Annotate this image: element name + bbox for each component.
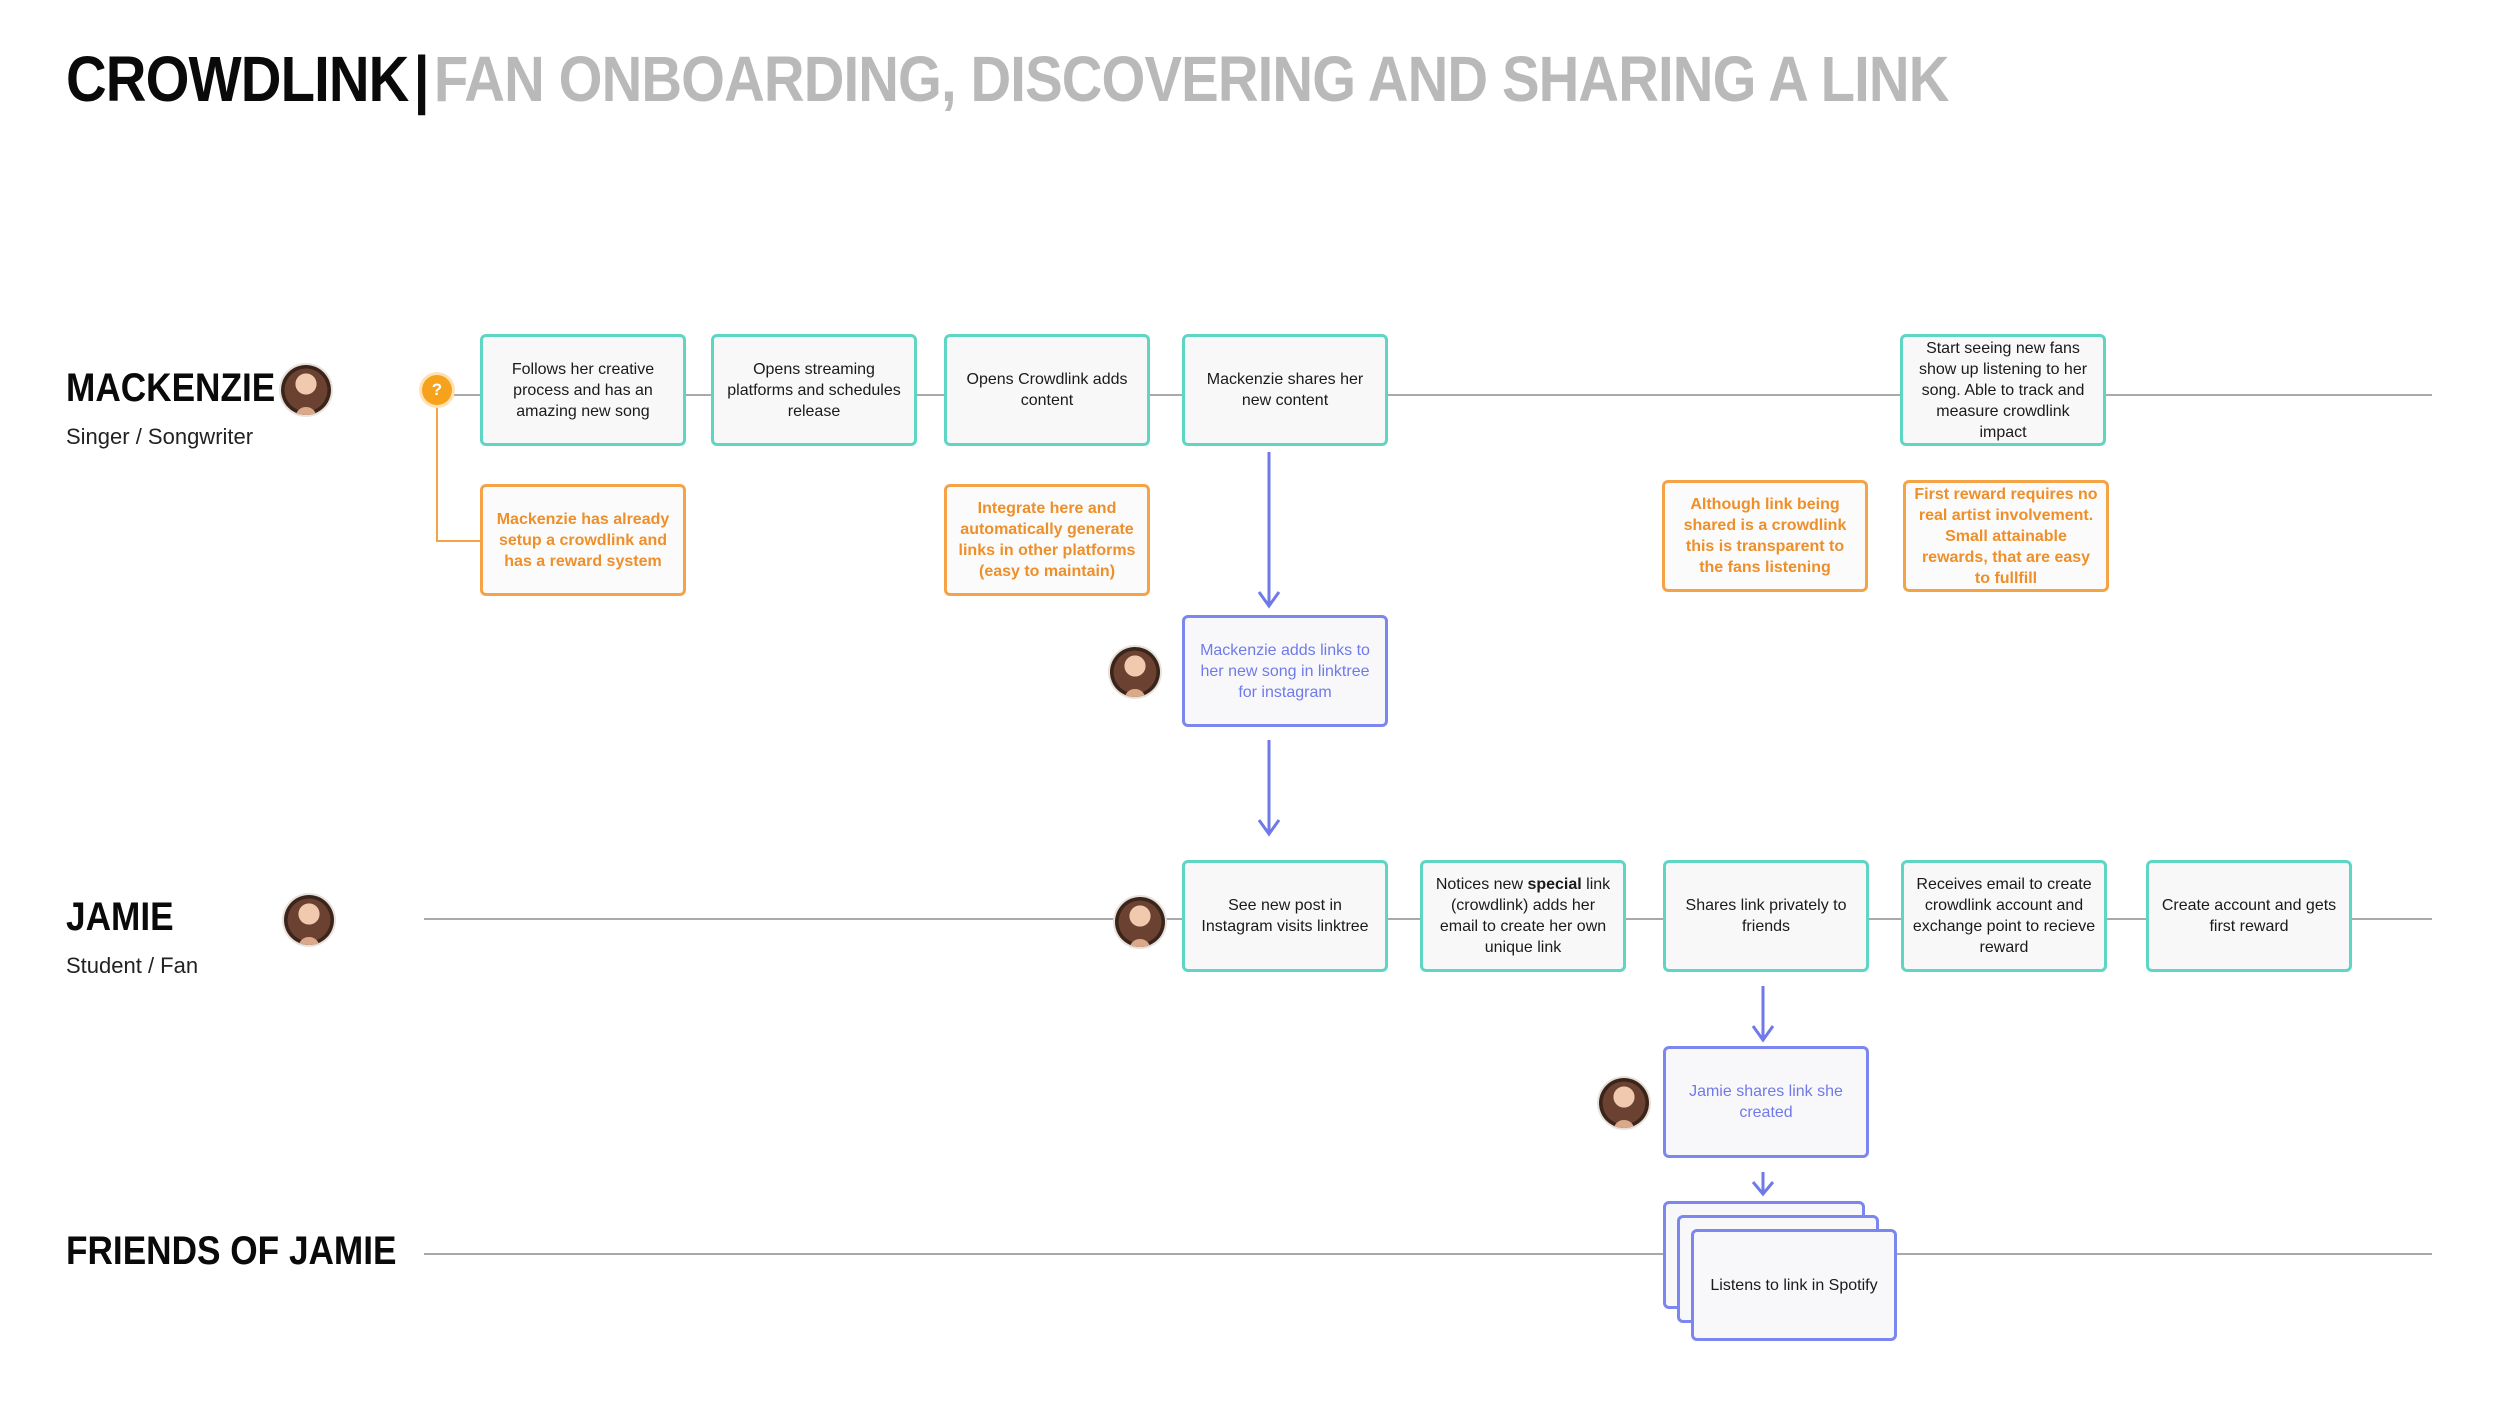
arrow-head-2 [1257,819,1281,837]
step-jamie-first-reward[interactable]: Create account and gets first reward [2146,860,2352,972]
persona-role-mackenzie: Singer / Songwriter [66,424,254,449]
lane-line-friends [424,1253,2432,1255]
persona-name-friends: FRIENDS OF JAMIE [66,1229,397,1273]
jamie-avatar-icon [284,895,334,945]
title-separator: | [413,43,430,115]
arrow-head-3 [1751,1025,1775,1043]
title-subtitle: FAN ONBOARDING, DISCOVERING AND SHARING … [433,43,1949,115]
step-jamie-receives-email[interactable]: Receives email to create crowdlink accou… [1901,860,2107,972]
note-connector-vertical [436,405,438,541]
step-jamie-visits-linktree[interactable]: See new post in Instagram visits linktre… [1182,860,1388,972]
step-mackenzie-schedule-release[interactable]: Opens streaming platforms and schedules … [711,334,917,446]
persona-role-jamie: Student / Fan [66,953,199,978]
mackenzie-avatar-icon [281,365,331,415]
question-icon[interactable]: ? [422,375,452,405]
page-title: CROWDLINK|FAN ONBOARDING, DISCOVERING AN… [66,42,1949,116]
step-jamie-creates-link-text: Notices new special link (crowdlink) add… [1435,876,1611,956]
step-friends-listen-spotify[interactable]: Listens to link in Spotify [1691,1229,1897,1341]
action-mackenzie-linktree[interactable]: Mackenzie adds links to her new song in … [1182,615,1388,727]
special-emphasis: special [1527,876,1582,893]
persona-name-jamie: JAMIE [66,895,174,939]
note-connector-horizontal [436,540,480,542]
step-jamie-creates-link[interactable]: Notices new special link (crowdlink) add… [1420,860,1626,972]
note-first-reward[interactable]: First reward requires no real artist inv… [1903,480,2109,592]
note-link-transparent[interactable]: Although link being shared is a crowdlin… [1662,480,1868,592]
title-main: CROWDLINK [66,43,409,115]
lane-line-mackenzie [424,394,2432,396]
step-mackenzie-creative-process[interactable]: Follows her creative process and has an … [480,334,686,446]
persona-name-mackenzie: MACKENZIE [66,366,276,410]
step-mackenzie-shares-content[interactable]: Mackenzie shares her new content [1182,334,1388,446]
note-integrate-platforms[interactable]: Integrate here and automatically generat… [944,484,1150,596]
arrow-head-4 [1751,1181,1775,1197]
jamie-action-avatar-icon [1599,1078,1649,1128]
jamie-step-avatar-icon [1115,897,1165,947]
mackenzie-action-avatar-icon [1110,647,1160,697]
step-mackenzie-opens-crowdlink[interactable]: Opens Crowdlink adds content [944,334,1150,446]
step-jamie-shares-privately[interactable]: Shares link privately to friends [1663,860,1869,972]
note-reward-system[interactable]: Mackenzie has already setup a crowdlink … [480,484,686,596]
step-mackenzie-new-fans[interactable]: Start seeing new fans show up listening … [1900,334,2106,446]
arrow-head-1 [1257,591,1281,609]
action-jamie-shares-link[interactable]: Jamie shares link she created [1663,1046,1869,1158]
